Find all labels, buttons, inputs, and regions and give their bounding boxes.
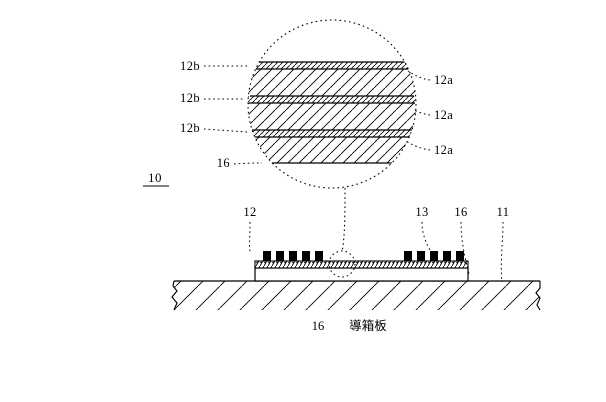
layer-stack-magnified: [248, 61, 416, 164]
layer-12b-middle: [248, 96, 416, 103]
leader-11-main: [500, 221, 504, 283]
ref-label-12a-top: 12a: [434, 73, 453, 87]
leader-12a-middle: [413, 109, 431, 116]
detail-labels-left: 12b 12b 12b 16: [180, 59, 263, 170]
assembly-reference: 10: [143, 170, 169, 187]
ref-label-11-main: 11: [497, 205, 510, 219]
layer-12b-bottom: [248, 130, 416, 137]
emitter-group-right: [404, 251, 464, 261]
ref-label-12b-top: 12b: [180, 59, 200, 73]
caption-number: 16: [312, 319, 325, 333]
detail-marker-circle: [328, 250, 356, 278]
detail-circle-outline: [247, 19, 417, 189]
layer-12b-top: [248, 62, 416, 69]
ref-label-12a-middle: 12a: [434, 108, 453, 122]
ref-label-12b-bottom: 12b: [180, 121, 200, 135]
substrate-body: [171, 280, 541, 311]
emitter-group-left: [263, 251, 323, 261]
detail-leader-line: [341, 187, 346, 253]
stack-lower-plate: [254, 267, 469, 282]
caption-label: 導箱板: [349, 318, 387, 333]
ref-label-16-detail: 16: [217, 156, 230, 170]
assembly-ref-number: 10: [148, 170, 162, 185]
ref-label-12a-bottom: 12a: [434, 143, 453, 157]
stack-textured-strip: [254, 260, 469, 269]
cross-section-assembly: [171, 250, 541, 311]
magnified-detail-circle: [247, 19, 417, 253]
layer-12a-top: [248, 69, 416, 96]
ref-label-16-main: 16: [454, 205, 467, 219]
main-view-labels: 12 13 16 11: [243, 205, 510, 283]
ref-label-12-main: 12: [243, 205, 256, 219]
leader-16-detail: [233, 162, 263, 165]
figure-caption: 16 導箱板: [312, 318, 387, 333]
leader-13-main: [421, 221, 432, 253]
layer-boundary-lines: [248, 61, 416, 164]
layer-12a-middle: [248, 103, 416, 130]
ref-label-13-main: 13: [415, 205, 428, 219]
detail-labels-right: 12a 12a 12a: [405, 70, 453, 157]
ref-label-12b-middle: 12b: [180, 91, 200, 105]
layer-12a-bottom: [248, 137, 416, 163]
leader-12b-bottom: [203, 128, 248, 133]
leader-12a-bottom: [405, 140, 431, 151]
